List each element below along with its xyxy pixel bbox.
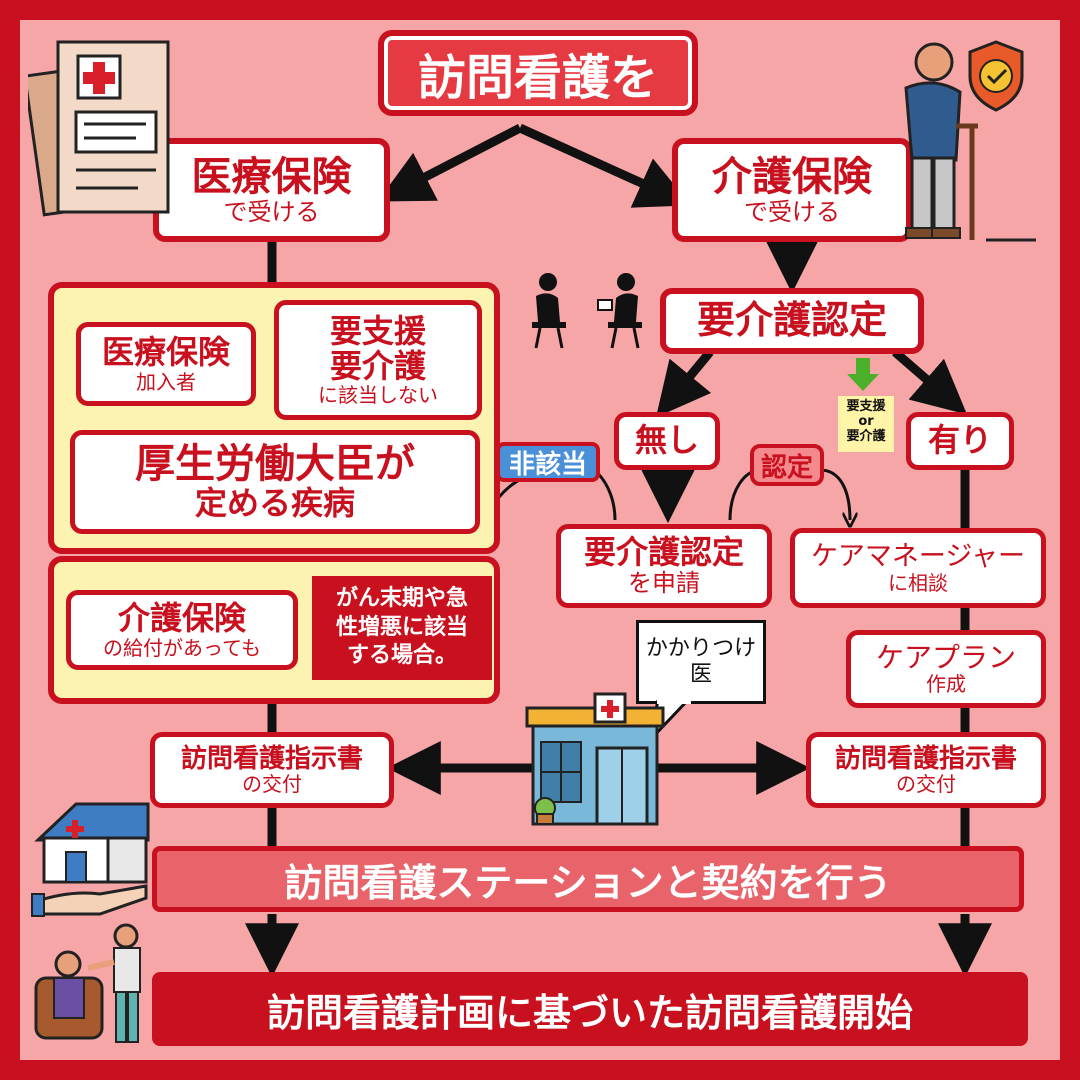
support-note-line2: or bbox=[858, 413, 874, 429]
exception-note-line3: する場合。 bbox=[346, 643, 457, 669]
exception-care-benefit: 介護保険 の給付があっても bbox=[66, 590, 298, 670]
doctor-speech-bubble: かかりつけ 医 bbox=[636, 620, 766, 704]
exception-note-line2: 性増悪に該当 bbox=[335, 614, 468, 640]
care-manager-line1: ケアマネージャー bbox=[810, 541, 1026, 573]
condition-medical-insured: 医療保険 加入者 bbox=[76, 322, 256, 406]
apply-line1: 要介護認定 bbox=[583, 533, 744, 572]
yes-text: 有り bbox=[927, 421, 992, 460]
right-order-line1: 訪問看護指示書 bbox=[834, 743, 1017, 774]
not-applicable-tag: 非該当 bbox=[496, 442, 600, 482]
none-text: 無し bbox=[634, 421, 699, 460]
doctor-bubble-line2: 医 bbox=[689, 662, 712, 687]
exception-note-line1: がん末期や急 bbox=[335, 586, 468, 612]
arrow-cert-to-none bbox=[655, 349, 714, 418]
condition-medical-insured-line2: 加入者 bbox=[136, 369, 196, 394]
exception-note: がん末期や急 性増悪に該当 する場合。 bbox=[312, 576, 492, 680]
elderly-person-icon bbox=[904, 42, 1036, 242]
none-box: 無し bbox=[614, 412, 720, 470]
right-order-line2: の交付 bbox=[896, 772, 956, 797]
apply-box: 要介護認定 を申請 bbox=[556, 524, 772, 608]
medical-document-icon bbox=[28, 40, 170, 217]
exception-care-benefit-line2: の給付があっても bbox=[103, 635, 261, 660]
condition-not-care-level-line1: 要支援 bbox=[329, 311, 426, 350]
condition-not-care-level: 要支援 要介護 に該当しない bbox=[274, 300, 482, 420]
support-note-line3: 要介護 bbox=[846, 428, 886, 444]
care-insurance-box: 介護保険 で受ける bbox=[672, 138, 912, 242]
title-text: 訪問看護を bbox=[417, 50, 658, 106]
support-note-line1: 要支援 bbox=[846, 399, 886, 414]
condition-designated-disease: 厚生労働大臣が 定める疾病 bbox=[70, 430, 480, 534]
green-down-arrow-icon bbox=[847, 358, 879, 391]
contract-text: 訪問看護ステーションと契約を行う bbox=[284, 860, 892, 905]
condition-designated-disease-line1: 厚生労働大臣が bbox=[135, 441, 415, 488]
contract-banner: 訪問看護ステーションと契約を行う bbox=[152, 846, 1024, 912]
certification-box: 要介護認定 bbox=[660, 288, 924, 354]
start-banner: 訪問看護計画に基づいた訪問看護開始 bbox=[152, 972, 1028, 1046]
yes-box: 有り bbox=[906, 412, 1014, 470]
apply-line2: を申請 bbox=[628, 569, 700, 598]
care-manager-line2: に相談 bbox=[888, 570, 948, 595]
consultation-people-icon bbox=[532, 273, 642, 349]
exception-care-benefit-line1: 介護保険 bbox=[117, 599, 246, 638]
caregiver-icon bbox=[34, 923, 141, 1043]
start-text: 訪問看護計画に基づいた訪問看護開始 bbox=[266, 990, 913, 1035]
condition-medical-insured-line1: 医療保険 bbox=[101, 333, 230, 372]
arrow-certified-curve bbox=[819, 468, 850, 520]
care-plan-box: ケアプラン 作成 bbox=[846, 630, 1046, 708]
care-manager-box: ケアマネージャー に相談 bbox=[790, 528, 1046, 608]
left-order-line1: 訪問看護指示書 bbox=[180, 743, 363, 774]
condition-not-care-level-line2: 要介護 bbox=[329, 347, 426, 385]
left-order-line2: の交付 bbox=[242, 772, 302, 797]
arrow-cert-to-yes bbox=[892, 348, 968, 415]
condition-not-care-level-line3: に該当しない bbox=[318, 383, 438, 408]
right-order-box: 訪問看護指示書 の交付 bbox=[806, 732, 1046, 808]
not-applicable-text: 非該当 bbox=[508, 449, 587, 480]
certification-text: 要介護認定 bbox=[696, 298, 887, 343]
certified-tag: 認定 bbox=[750, 444, 824, 486]
title-box: 訪問看護を bbox=[378, 30, 698, 116]
medical-insurance-sub: で受ける bbox=[223, 197, 320, 226]
clinic-building-icon bbox=[525, 692, 665, 826]
certified-text: 認定 bbox=[760, 452, 813, 483]
left-order-box: 訪問看護指示書 の交付 bbox=[150, 732, 394, 808]
support-or-care-note: 要支援 or 要介護 bbox=[838, 396, 894, 452]
condition-designated-disease-line2: 定める疾病 bbox=[194, 484, 355, 523]
medical-insurance-title: 医療保険 bbox=[191, 153, 352, 200]
medical-insurance-box: 医療保険 で受ける bbox=[153, 138, 390, 242]
care-insurance-sub: で受ける bbox=[744, 197, 840, 226]
care-plan-line2: 作成 bbox=[926, 672, 966, 697]
home-care-icon bbox=[31, 802, 150, 917]
arrow-title-to-medical bbox=[377, 124, 523, 202]
care-insurance-title: 介護保険 bbox=[712, 153, 872, 200]
shield-check-icon bbox=[968, 40, 1024, 112]
arrow-title-to-care bbox=[518, 123, 691, 208]
care-plan-line1: ケアプラン bbox=[875, 640, 1016, 674]
doctor-bubble-line1: かかりつけ bbox=[645, 635, 757, 661]
